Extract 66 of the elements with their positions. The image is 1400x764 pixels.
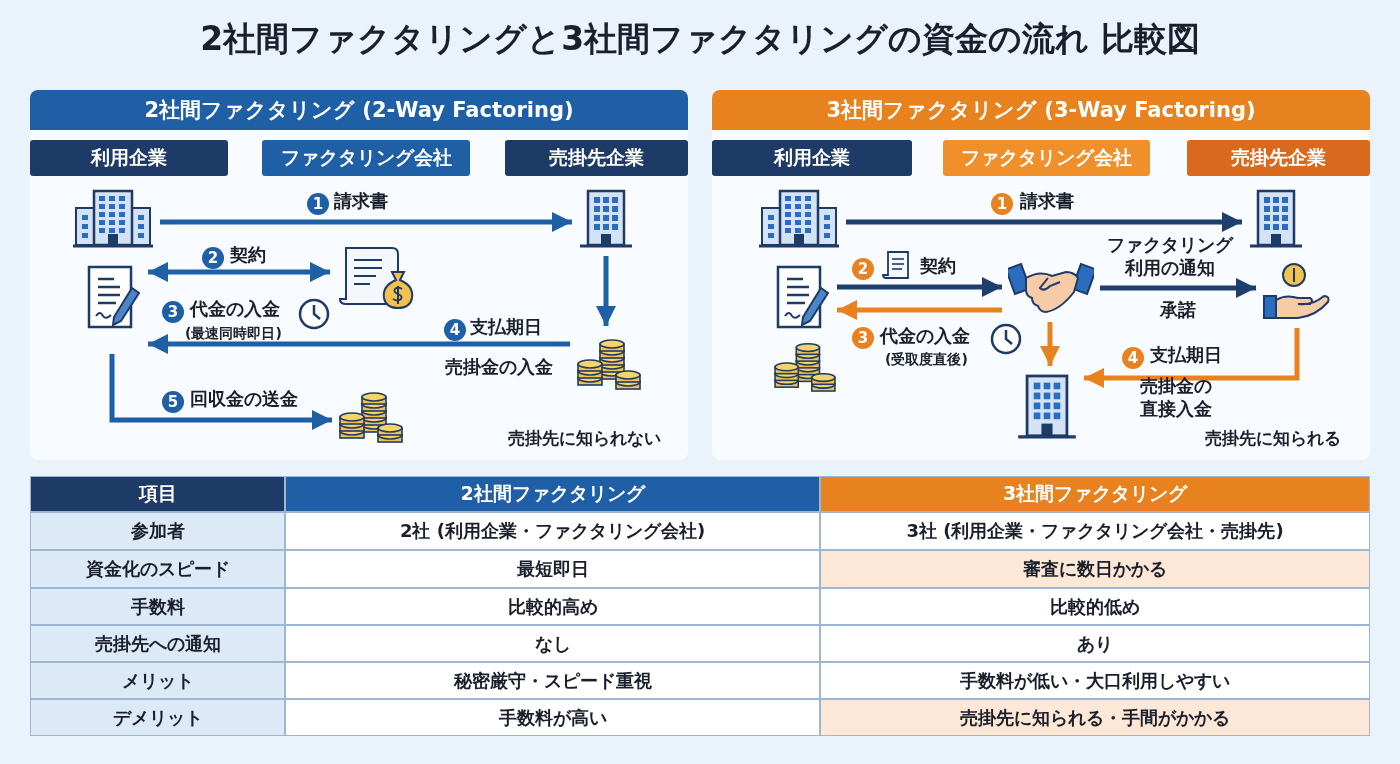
edge-label: 契約 [230,244,266,267]
table-cell: なし [285,625,820,662]
note-text: 承諾 [1160,299,1196,322]
building-icon [72,188,154,250]
edge-label: 請求書 [334,190,388,213]
note-text: (受取度直後) [885,351,968,369]
table-cell: 比較的低め [820,588,1370,625]
flow-arrow [596,256,616,326]
flow-arrow [846,212,1242,232]
note-text: 売掛先に知られる [1205,428,1341,450]
table-cell: あり [820,625,1370,662]
diagram-title: 2社間ファクタリングと3社間ファクタリングの資金の流れ 比較図 [199,18,1201,60]
table-cell: メリット [30,662,285,699]
note-text: 代金の入金 [190,298,280,321]
flow-arrow [160,212,572,232]
note-text: 売掛先に知られない [508,428,661,450]
flow-arrow [837,277,1002,297]
note-text: (最速同時即日) [185,325,282,343]
edge-label: 請求書 [1020,190,1074,213]
table-cell: 参加者 [30,512,285,550]
table-header: 項目 [30,476,285,512]
column-header: 利用企業 [712,140,912,176]
table-cell: 売掛先に知られる・手間がかかる [820,699,1370,736]
building-icon [578,188,634,250]
flow-arrow [109,354,332,430]
table-cell: 手数料 [30,588,285,625]
table-cell: 秘密厳守・スピード重視 [285,662,820,699]
panel-header: 2社間ファクタリング (2-Way Factoring) [30,90,688,130]
building-icon [758,188,840,250]
note-text: 売掛金の直接入金 [1140,375,1213,420]
table-cell: 2社 (利用企業・ファクタリング会社) [285,512,820,550]
table-cell: デメリット [30,699,285,736]
column-header: ファクタリング会社 [943,140,1150,176]
flow-arrow [148,334,570,354]
edge-label: ファクタリング利用の通知 [1105,234,1235,279]
table-cell: 売掛先への通知 [30,625,285,662]
table-cell: 3社 (利用企業・ファクタリング会社・売掛先) [820,512,1370,550]
table-cell: 手数料が低い・大口利用しやすい [820,662,1370,699]
column-header: 売掛先企業 [1187,140,1370,176]
column-header: 売掛先企業 [505,140,688,176]
hand-coin-icon [1262,262,1330,322]
table-cell: 審査に数日かかる [820,550,1370,588]
column-header: ファクタリング会社 [262,140,470,176]
note-text: 売掛金の入金 [445,356,553,379]
note-text: 代金の入金 [880,325,970,348]
table-cell: 資金化のスピード [30,550,285,588]
comparison-panel [712,90,1370,460]
table-header: 2社間ファクタリング [285,476,820,512]
edge-label: 契約 [920,255,956,278]
table-header: 3社間ファクタリング [820,476,1370,512]
building-icon [1016,372,1078,442]
edge-label: 支払期日 [470,316,542,339]
comparison-panel [30,90,688,460]
panel-header: 3社間ファクタリング (3-Way Factoring) [712,90,1370,130]
flow-arrow [1084,328,1300,388]
flow-arrow [148,262,330,282]
column-header: 利用企業 [30,140,228,176]
flow-arrow [1040,322,1060,366]
edge-label: 回収金の送金 [190,388,298,411]
edge-label: 支払期日 [1150,344,1222,367]
flow-arrow [837,300,1002,320]
flow-arrow [1100,278,1256,298]
table-cell: 最短即日 [285,550,820,588]
table-cell: 手数料が高い [285,699,820,736]
building-icon [1248,188,1304,250]
table-cell: 比較的高め [285,588,820,625]
